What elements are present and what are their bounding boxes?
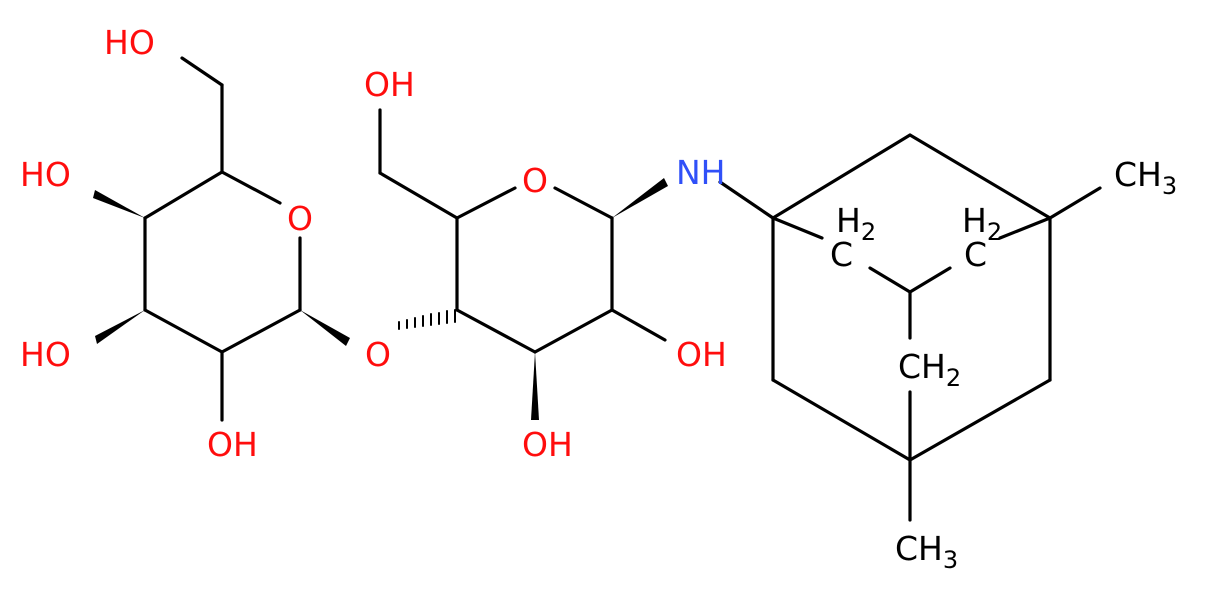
bond <box>553 186 614 220</box>
bond <box>610 308 667 342</box>
bond <box>908 378 1052 462</box>
label-ch3-top: CH3 <box>1114 155 1177 200</box>
bond <box>220 170 282 205</box>
bond <box>908 133 1052 220</box>
label-ho-left-upper: HO <box>20 155 71 194</box>
bond <box>143 170 224 220</box>
hashed-bond <box>398 309 456 330</box>
label-ring-o-left: O <box>287 199 313 238</box>
bond <box>533 308 614 354</box>
bond <box>180 56 224 87</box>
bond <box>455 186 517 220</box>
bond <box>771 216 824 240</box>
label-ho-top-left: HO <box>104 23 155 62</box>
bond <box>220 308 302 354</box>
bond <box>868 266 912 294</box>
bond <box>908 266 952 294</box>
bond <box>771 133 912 220</box>
wedge-bond <box>612 178 668 218</box>
label-glyco-o: O <box>365 335 391 374</box>
label-ch2-left-c: C <box>830 235 853 274</box>
label-ch2-right-h: H2 <box>962 201 1002 246</box>
wedge-bond <box>531 352 539 420</box>
adamantane-cage <box>771 133 1102 522</box>
wedge-bond <box>93 190 145 218</box>
bond <box>998 216 1052 240</box>
bond <box>378 171 459 220</box>
label-ch2-right-c: C <box>964 235 987 274</box>
bond <box>455 308 537 354</box>
bond <box>143 308 224 354</box>
wedge-bond <box>95 310 145 344</box>
label-nh: NH <box>676 153 726 192</box>
label-ch3-bottom: CH3 <box>895 529 958 574</box>
label-ring-o-center: O <box>522 161 548 200</box>
label-ch2-mid: CH2 <box>898 347 961 392</box>
bond <box>771 378 912 462</box>
label-oh-top-center: OH <box>364 65 415 104</box>
left-sugar-ring <box>93 56 350 422</box>
label-oh-center-bottom: OH <box>522 425 573 464</box>
bond <box>718 180 775 220</box>
label-oh-center-right: OH <box>676 335 727 374</box>
label-oh-left-bottom: OH <box>207 425 258 464</box>
atom-labels: HO HO HO OH O O OH O OH OH NH CH3 CH3 H2… <box>20 23 1177 574</box>
center-sugar-ring <box>378 108 668 420</box>
label-ho-left-middle: HO <box>20 335 71 374</box>
wedge-bond <box>300 310 350 346</box>
label-ch2-left-h: H2 <box>836 201 876 246</box>
bond <box>1048 186 1102 220</box>
